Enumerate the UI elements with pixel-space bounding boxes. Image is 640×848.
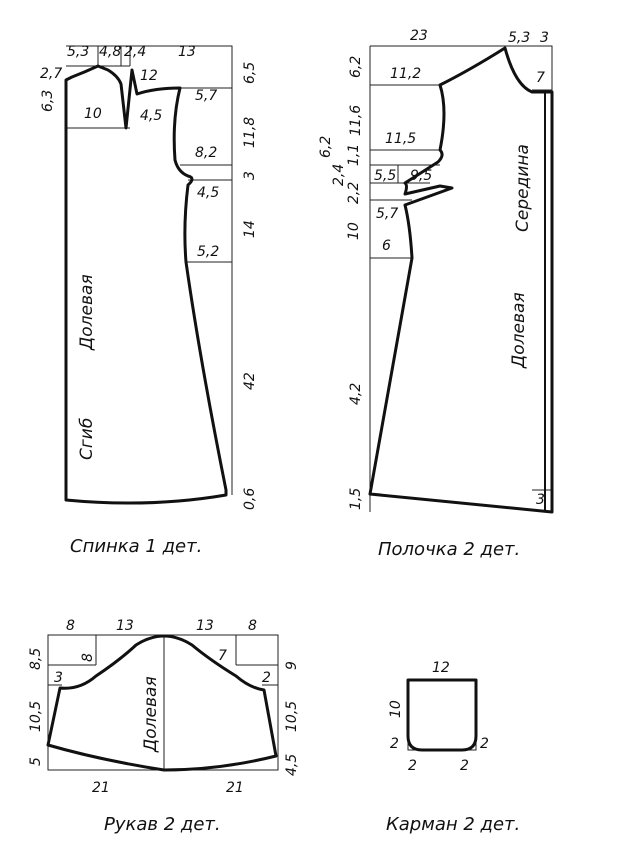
pocket-corner-dim-3: 2 <box>460 758 469 774</box>
back-inner-dim-4: 5,7 <box>195 88 217 104</box>
sleeve-left-dim-5: 5 <box>28 757 44 766</box>
pocket-top-dim: 12 <box>432 660 450 676</box>
back-right-dim-2: 11,8 <box>242 117 258 148</box>
front-left-dim-3: 6,2 <box>318 136 334 158</box>
back-grain-label: Долевая <box>77 274 97 351</box>
sleeve-bottom-dim-2: 21 <box>226 780 244 796</box>
back-outline <box>64 64 228 505</box>
back-inner-dim-7: 5,2 <box>197 244 219 260</box>
sleeve-top-dim-1: 8 <box>66 618 75 634</box>
sleeve-right-dim-1: 7 <box>218 648 227 664</box>
back-left-dim-2: 6,3 <box>40 90 56 112</box>
sleeve-outline <box>46 634 278 772</box>
front-left-dim-8: 4,2 <box>348 383 364 405</box>
front-inner-dim-5: 5,7 <box>376 206 398 222</box>
front-left-dim-7: 10 <box>346 222 362 240</box>
back-inner-dim-6: 4,5 <box>197 185 219 201</box>
front-inner-dim-8: 3 <box>536 492 545 508</box>
back-top-dim-4: 13 <box>178 44 196 60</box>
back-top-dim-3: 2,4 <box>124 44 146 60</box>
sleeve-bottom-dim-1: 21 <box>92 780 110 796</box>
pocket-corner-dim-4: 2 <box>480 736 489 752</box>
back-fold-label: Сгиб <box>77 418 97 460</box>
sleeve-left-dim-3: 8 <box>80 653 96 662</box>
sleeve-piece: 8 13 13 8 8,5 3 8 10,5 5 7 9 2 10,5 4,5 … <box>28 618 300 835</box>
back-inner-dim-3: 12 <box>140 68 158 84</box>
sleeve-left-dim-4: 10,5 <box>28 701 44 732</box>
front-outline <box>368 46 554 514</box>
back-inner-dim-2: 4,5 <box>140 108 162 124</box>
pocket-corner-dim-1: 2 <box>390 736 399 752</box>
sleeve-right-dim-5: 4,5 <box>284 754 300 776</box>
front-center-label: Середина <box>513 144 533 232</box>
front-caption: Полочка 2 дет. <box>378 539 520 560</box>
sleeve-right-dim-2: 9 <box>284 661 300 670</box>
sleeve-grain-label: Долевая <box>141 676 161 753</box>
pocket-construction-lines <box>407 680 477 751</box>
sleeve-top-dim-3: 13 <box>196 618 214 634</box>
back-inner-dim-5: 8,2 <box>195 145 217 161</box>
front-inner-dim-1: 11,2 <box>390 66 421 82</box>
pocket-corner-dim-2: 2 <box>408 758 417 774</box>
back-piece: 5,3 4,8 2,4 13 2,7 6,3 10 4,5 12 5,7 8,2… <box>40 44 258 557</box>
sleeve-caption: Рукав 2 дет. <box>104 814 221 835</box>
pocket-caption: Карман 2 дет. <box>386 814 520 835</box>
back-right-dim-4: 14 <box>242 220 258 238</box>
sleeve-left-dim-1: 8,5 <box>28 648 44 670</box>
front-left-dim-4: 1,1 <box>346 144 362 166</box>
sleeve-construction-lines <box>47 634 279 771</box>
sleeve-top-dim-2: 13 <box>116 618 134 634</box>
back-top-dim-1: 5,3 <box>67 44 89 60</box>
front-grain-label: Долевая <box>509 292 529 369</box>
front-left-dim-1: 6,2 <box>348 56 364 78</box>
back-left-dim-1: 2,7 <box>40 66 62 82</box>
sleeve-right-dim-3: 2 <box>262 670 271 686</box>
back-top-dim-2: 4,8 <box>99 44 121 60</box>
front-left-dim-5: 2,4 <box>331 164 347 186</box>
front-inner-dim-6: 6 <box>382 238 391 254</box>
front-left-dim-9: 1,5 <box>348 488 364 510</box>
pocket-side-dim: 10 <box>388 700 404 718</box>
back-right-dim-5: 42 <box>242 372 258 390</box>
front-inner-dim-4: 9,5 <box>410 168 432 184</box>
sleeve-top-dim-4: 8 <box>248 618 257 634</box>
front-piece: 23 5,3 3 6,2 11,6 6,2 1,1 2,4 2,2 10 4,2… <box>318 28 554 560</box>
front-left-dim-6: 2,2 <box>346 182 362 204</box>
back-inner-dim-1: 10 <box>84 106 102 122</box>
front-construction-lines <box>369 45 553 512</box>
front-inner-dim-2: 11,5 <box>385 131 416 147</box>
back-right-dim-1: 6,5 <box>242 62 258 84</box>
front-top-dim-3: 3 <box>540 30 549 46</box>
back-right-dim-6: 0,6 <box>242 488 258 510</box>
sleeve-left-dim-2: 3 <box>54 670 63 686</box>
front-top-dim-1: 23 <box>410 28 428 44</box>
front-inner-dim-7: 7 <box>536 70 545 86</box>
sleeve-right-dim-4: 10,5 <box>284 701 300 732</box>
front-top-dim-2: 5,3 <box>508 30 530 46</box>
back-caption: Спинка 1 дет. <box>70 536 202 557</box>
back-right-dim-3: 3 <box>242 171 258 180</box>
front-left-dim-2: 11,6 <box>348 105 364 136</box>
pocket-piece: 12 10 2 2 2 2 Карман 2 дет. <box>386 660 520 835</box>
pocket-outline <box>406 678 478 752</box>
front-inner-dim-3: 5,5 <box>374 168 396 184</box>
